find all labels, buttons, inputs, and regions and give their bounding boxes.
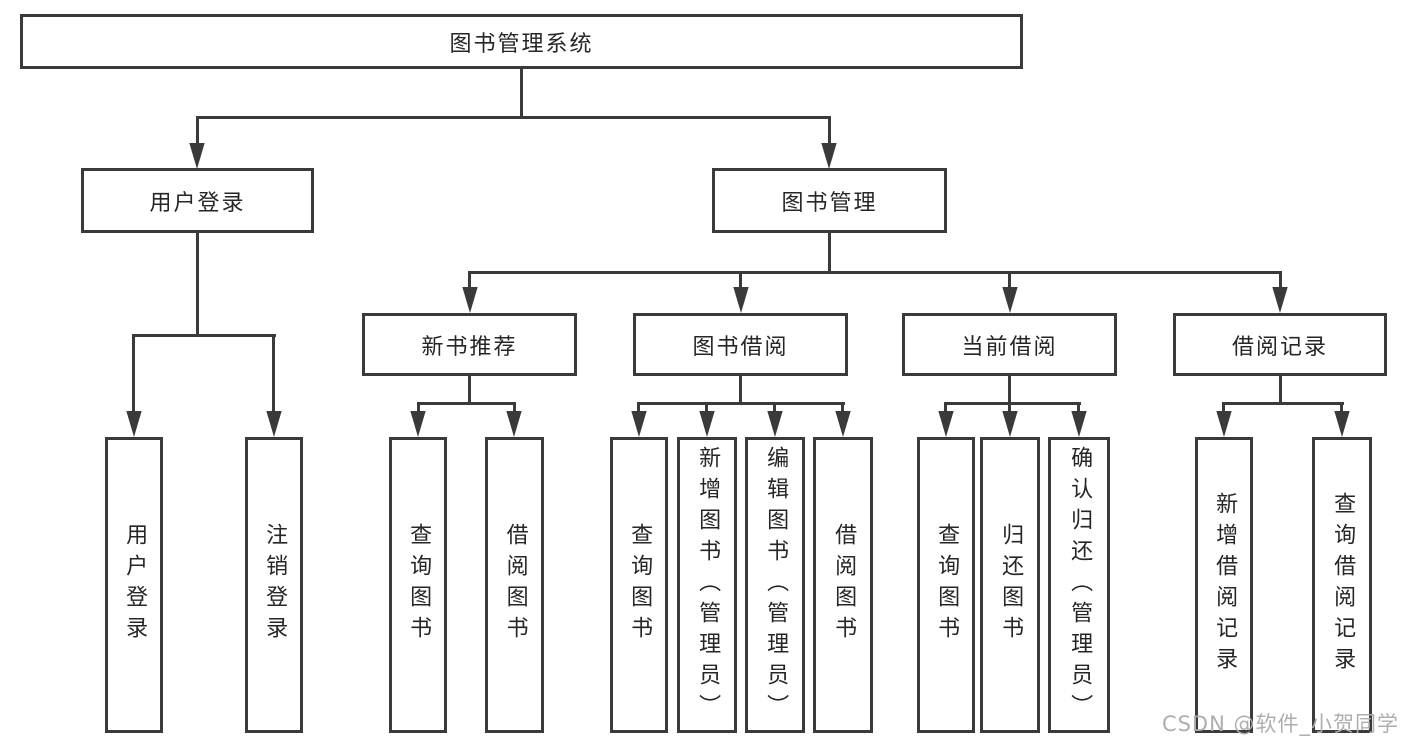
arrowhead-new-books bbox=[462, 287, 478, 313]
arrowhead-user-login bbox=[189, 143, 205, 169]
leaf-confirm-return-admin-label: 确认归还（管理员） bbox=[1067, 445, 1093, 725]
connector-stem-borrow-books-2 bbox=[841, 402, 844, 415]
connector-book-management-stem bbox=[828, 231, 831, 273]
node-current-borrowing: 当前借阅 bbox=[902, 313, 1117, 376]
node-root-label: 图书管理系统 bbox=[449, 31, 594, 57]
connector-stem-query-books-1 bbox=[417, 402, 420, 415]
connector-stem-edit-books bbox=[773, 402, 776, 415]
connector-user-login-branch bbox=[132, 334, 276, 337]
arrowhead-add-record bbox=[1216, 411, 1232, 437]
arrowhead-borrow-books-1 bbox=[506, 411, 522, 437]
connector-stem-leaf-logout bbox=[272, 334, 275, 414]
leaf-query-borrow-record: 查询借阅记录 bbox=[1312, 437, 1372, 733]
leaf-confirm-return-admin: 确认归还（管理员） bbox=[1048, 437, 1110, 733]
arrowhead-leaf-user-login bbox=[126, 411, 142, 437]
connector-new-books-stem bbox=[468, 374, 471, 405]
leaf-add-borrow-record: 新增借阅记录 bbox=[1195, 437, 1253, 733]
connector-root-branch bbox=[196, 116, 831, 119]
connector-stem-leaf-user-login bbox=[132, 334, 135, 414]
connector-stem-current-borrow bbox=[1008, 271, 1011, 291]
node-borrowing-records-label: 借阅记录 bbox=[1231, 334, 1328, 360]
connector-stem-confirm-return bbox=[1077, 402, 1080, 415]
connector-stem-borrow-records bbox=[1279, 271, 1282, 291]
arrowhead-leaf-logout bbox=[266, 411, 282, 437]
arrowhead-book-borrow bbox=[733, 287, 749, 313]
arrowhead-borrow-books-2 bbox=[835, 411, 851, 437]
leaf-borrow-books-recommend: 借阅图书 bbox=[485, 437, 544, 733]
node-user-login-label: 用户登录 bbox=[149, 190, 246, 216]
connector-root-stem bbox=[520, 68, 523, 118]
node-borrowing-records: 借阅记录 bbox=[1173, 313, 1387, 376]
connector-stem-add-record bbox=[1222, 402, 1225, 415]
arrowhead-borrow-records bbox=[1272, 287, 1288, 313]
node-user-login: 用户登录 bbox=[81, 168, 314, 233]
connector-stem-book-management bbox=[828, 116, 831, 146]
connector-book-borrow-branch bbox=[637, 402, 845, 405]
connector-book-management-branch bbox=[468, 271, 1282, 274]
arrowhead-query-books-3 bbox=[938, 411, 954, 437]
connector-borrow-records-stem bbox=[1279, 374, 1282, 405]
node-current-borrowing-label: 当前借阅 bbox=[961, 334, 1058, 360]
csdn-watermark: CSDN @软件_小贺同学 bbox=[1161, 712, 1399, 736]
leaf-return-books: 归还图书 bbox=[980, 437, 1040, 733]
leaf-borrow-books-borrow-label: 借阅图书 bbox=[831, 523, 857, 647]
connector-stem-book-borrow bbox=[739, 271, 742, 291]
arrowhead-book-management bbox=[821, 143, 837, 169]
node-book-management-label: 图书管理 bbox=[781, 190, 878, 216]
connector-current-borrow-branch bbox=[944, 402, 1081, 405]
connector-stem-borrow-books-1 bbox=[513, 402, 516, 415]
node-root: 图书管理系统 bbox=[20, 14, 1023, 69]
node-new-book-recommendation-label: 新书推荐 bbox=[421, 334, 518, 360]
leaf-query-books-recommend: 查询图书 bbox=[389, 437, 447, 733]
connector-stem-new-books bbox=[468, 271, 471, 291]
leaf-query-books-borrow: 查询图书 bbox=[610, 437, 668, 733]
leaf-add-borrow-record-label: 新增借阅记录 bbox=[1212, 492, 1238, 678]
leaf-user-login-label: 用户登录 bbox=[122, 523, 148, 647]
leaf-borrow-books-borrow: 借阅图书 bbox=[813, 437, 873, 733]
leaf-query-books-current: 查询图书 bbox=[917, 437, 975, 733]
arrowhead-query-books-2 bbox=[631, 411, 647, 437]
leaf-add-books-admin: 新增图书（管理员） bbox=[677, 437, 737, 733]
arrowhead-confirm-return bbox=[1071, 411, 1087, 437]
arrowhead-add-books bbox=[699, 411, 715, 437]
node-book-borrowing: 图书借阅 bbox=[633, 313, 848, 376]
leaf-query-books-current-label: 查询图书 bbox=[934, 523, 960, 647]
connector-stem-return-books bbox=[1008, 402, 1011, 415]
leaf-logout: 注销登录 bbox=[245, 437, 303, 733]
leaf-user-login: 用户登录 bbox=[105, 437, 163, 733]
leaf-query-books-borrow-label: 查询图书 bbox=[627, 523, 653, 647]
leaf-edit-books-admin-label: 编辑图书（管理员） bbox=[763, 445, 789, 725]
leaf-return-books-label: 归还图书 bbox=[998, 523, 1024, 647]
leaf-borrow-books-recommend-label: 借阅图书 bbox=[502, 523, 528, 647]
arrowhead-edit-books bbox=[767, 411, 783, 437]
leaf-edit-books-admin: 编辑图书（管理员） bbox=[745, 437, 805, 733]
leaf-logout-label: 注销登录 bbox=[262, 523, 288, 647]
node-book-borrowing-label: 图书借阅 bbox=[692, 334, 789, 360]
arrowhead-query-record bbox=[1334, 411, 1350, 437]
leaf-query-borrow-record-label: 查询借阅记录 bbox=[1330, 492, 1356, 678]
connector-stem-add-books bbox=[705, 402, 708, 415]
connector-borrow-records-branch bbox=[1222, 402, 1344, 405]
connector-book-borrow-stem bbox=[739, 374, 742, 405]
connector-stem-query-books-3 bbox=[944, 402, 947, 415]
arrowhead-query-books-1 bbox=[410, 411, 426, 437]
connector-user-login-stem bbox=[196, 231, 199, 337]
leaf-query-books-recommend-label: 查询图书 bbox=[406, 523, 432, 647]
connector-new-books-branch bbox=[417, 402, 516, 405]
node-new-book-recommendation: 新书推荐 bbox=[362, 313, 577, 376]
connector-stem-user-login bbox=[196, 116, 199, 146]
connector-stem-query-books-2 bbox=[637, 402, 640, 415]
leaf-add-books-admin-label: 新增图书（管理员） bbox=[695, 445, 721, 725]
arrowhead-current-borrow bbox=[1002, 287, 1018, 313]
connector-current-borrow-stem bbox=[1008, 374, 1011, 405]
node-book-management: 图书管理 bbox=[712, 168, 947, 233]
connector-stem-query-record bbox=[1340, 402, 1343, 415]
arrowhead-return-books bbox=[1002, 411, 1018, 437]
